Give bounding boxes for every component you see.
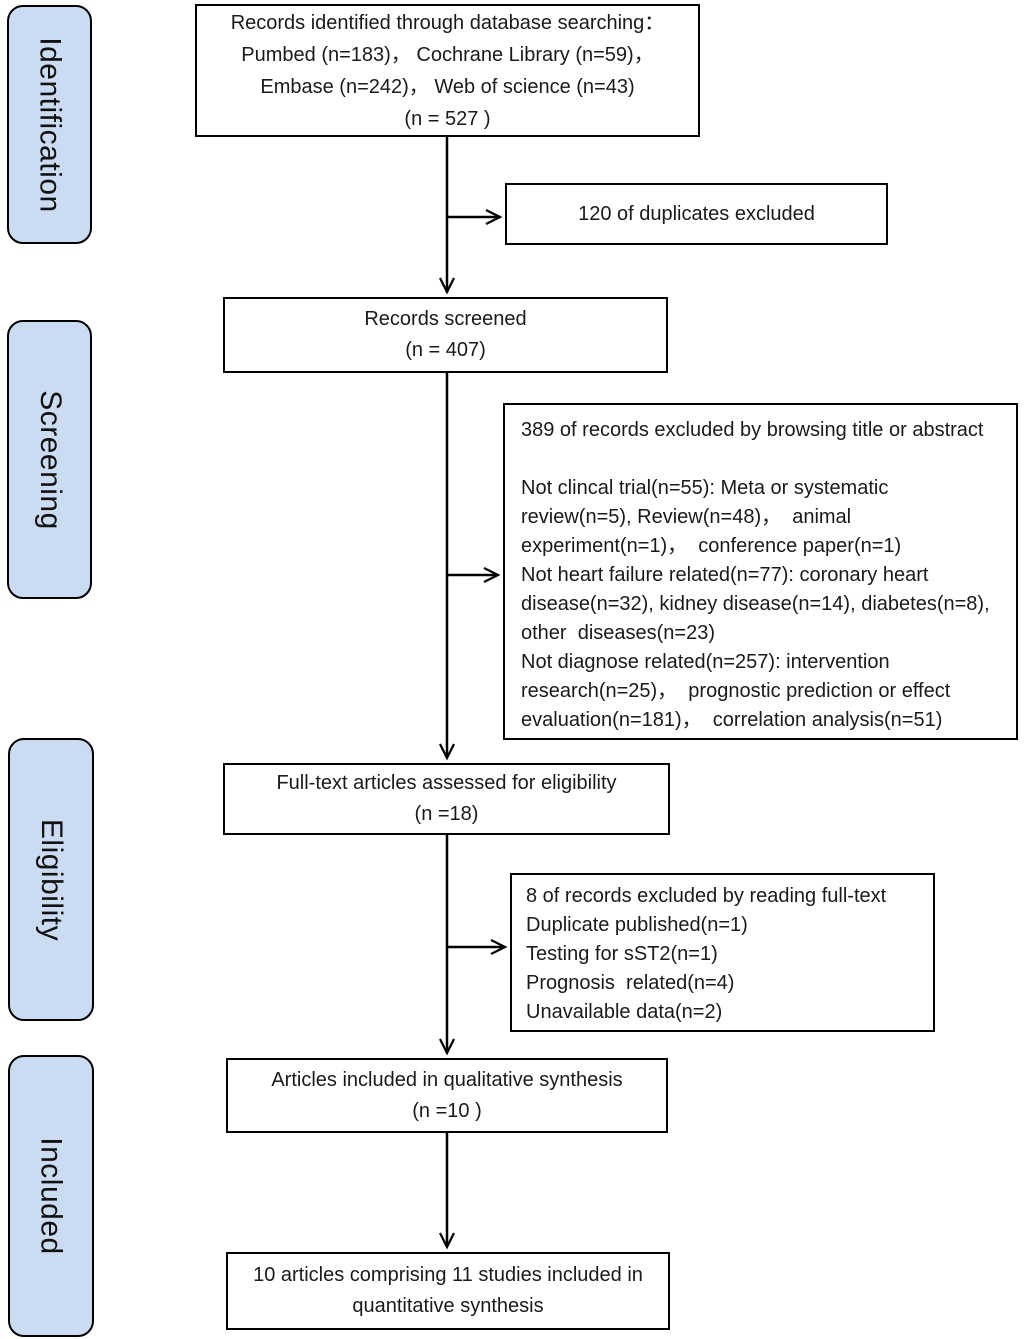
stage-screening-label: Screening <box>33 389 67 530</box>
fulltext-excluded-line-3: Testing for sST2(n=1) <box>526 943 718 965</box>
stage-included: Included <box>8 1055 94 1337</box>
title-abstract-excluded-line-9: evaluation(n=181)， correlation analysis(… <box>521 709 943 731</box>
qualitative-line-1: Articles included in qualitative synthes… <box>271 1068 623 1091</box>
records-screened-box: Records screened (n = 407) <box>223 297 668 373</box>
records-identified-box: Records identified through database sear… <box>195 4 700 137</box>
fulltext-excluded-line-4: Prognosis related(n=4) <box>526 972 735 994</box>
stage-identification: Identification <box>7 5 92 244</box>
fulltext-assessed-line-2: (n =18) <box>414 803 479 825</box>
title-abstract-excluded-title: 389 of records excluded by browsing titl… <box>521 419 984 441</box>
stage-eligibility: Eligibility <box>8 738 94 1021</box>
quantitative-line-1: 10 articles comprising 11 studies includ… <box>253 1264 643 1286</box>
qualitative-line-2: (n =10 ) <box>412 1099 482 1122</box>
title-abstract-excluded-line-6: other diseases(n=23) <box>521 622 716 644</box>
duplicates-excluded-box: 120 of duplicates excluded <box>505 183 888 245</box>
title-abstract-excluded-line-4: Not heart failure related(n=77): coronar… <box>521 564 929 586</box>
title-abstract-excluded-line-8: research(n=25)， prognostic prediction or… <box>521 680 951 702</box>
records-identified-line-1: Records identified through database sear… <box>230 11 665 34</box>
records-identified-line-4: (n = 527 ) <box>404 107 491 130</box>
stage-included-label: Included <box>35 1137 68 1255</box>
title-abstract-excluded-line-1: Not clincal trial(n=55): Meta or systema… <box>521 477 889 499</box>
fulltext-assessed-box: Full-text articles assessed for eligibil… <box>223 763 670 835</box>
stage-eligibility-label: Eligibility <box>35 818 68 941</box>
fulltext-excluded-line-1: 8 of records excluded by reading full-te… <box>526 885 887 907</box>
fulltext-excluded-box: 8 of records excluded by reading full-te… <box>510 873 935 1032</box>
title-abstract-excluded-line-5: disease(n=32), kidney disease(n=14), dia… <box>521 593 990 615</box>
blank-line <box>521 445 1000 474</box>
fulltext-excluded-line-5: Unavailable data(n=2) <box>526 1001 723 1023</box>
fulltext-assessed-line-1: Full-text articles assessed for eligibil… <box>276 772 617 794</box>
quantitative-line-2: quantitative synthesis <box>352 1295 544 1317</box>
title-abstract-excluded-box: 389 of records excluded by browsing titl… <box>503 403 1018 740</box>
records-identified-line-2: Pumbed (n=183)， Cochrane Library (n=59)， <box>241 43 654 66</box>
records-screened-line-1: Records screened <box>364 308 527 330</box>
title-abstract-excluded-line-2: review(n=5), Review(n=48)， animal <box>521 506 852 528</box>
stage-identification-label: Identification <box>33 36 67 213</box>
title-abstract-excluded-line-7: Not diagnose related(n=257): interventio… <box>521 651 890 673</box>
title-abstract-excluded-line-3: experiment(n=1)， conference paper(n=1) <box>521 535 902 557</box>
records-identified-line-3: Embase (n=242)， Web of science (n=43) <box>260 75 635 98</box>
quantitative-synthesis-box: 10 articles comprising 11 studies includ… <box>226 1252 670 1330</box>
fulltext-excluded-line-2: Duplicate published(n=1) <box>526 914 748 936</box>
records-screened-line-2: (n = 407) <box>405 339 486 361</box>
duplicates-excluded-text: 120 of duplicates excluded <box>578 202 815 225</box>
stage-screening: Screening <box>7 320 92 599</box>
qualitative-synthesis-box: Articles included in qualitative synthes… <box>226 1058 668 1133</box>
